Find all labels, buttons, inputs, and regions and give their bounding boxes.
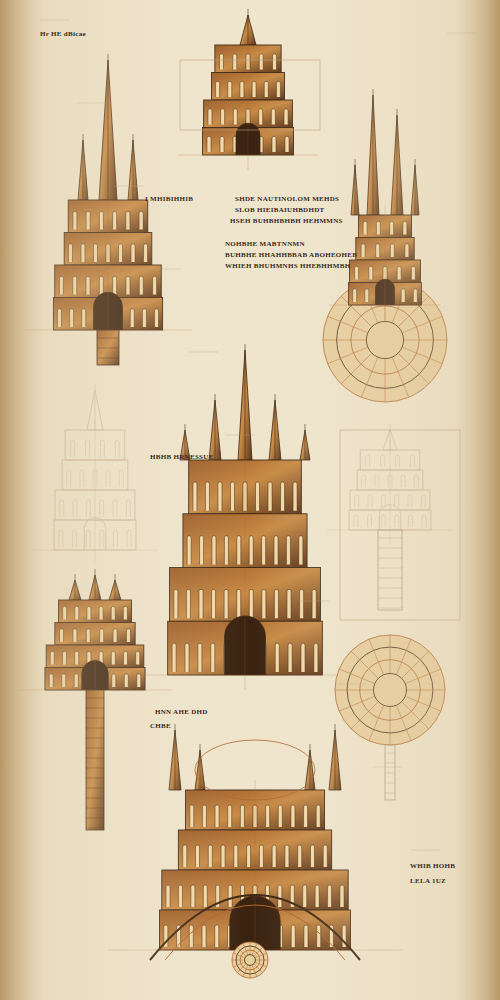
sketch-note: SLOB HIEIBAIUHBDHDT bbox=[235, 206, 325, 214]
sketch-note: WHIB HOHB bbox=[410, 862, 455, 870]
sketch-note: HBHB HRNESSUE bbox=[150, 453, 214, 461]
sketch-note: BUHBHE HHAHHBBAB ABOHEOHEB bbox=[225, 251, 357, 259]
sketch-note: SHDE NAUTINOLOM MEHDS bbox=[235, 195, 339, 203]
sketch-note: I MHIBIHHIB bbox=[145, 195, 193, 203]
sketch-note: CHBE bbox=[150, 722, 171, 730]
sketch-note: NOHBHE MABTNNMN bbox=[225, 240, 305, 248]
sketch-note: WHIEH BHUHMNHS HHEBHHMBH bbox=[225, 262, 350, 270]
sketch-note: HNN AHE DHD bbox=[155, 708, 208, 716]
sketch-note: LELA 1UZ bbox=[410, 877, 446, 885]
sketch-note: Hr HE dBicae bbox=[40, 30, 86, 38]
sketch-note: HSEH BUHBHBHBH HEHMMNS bbox=[230, 217, 343, 225]
